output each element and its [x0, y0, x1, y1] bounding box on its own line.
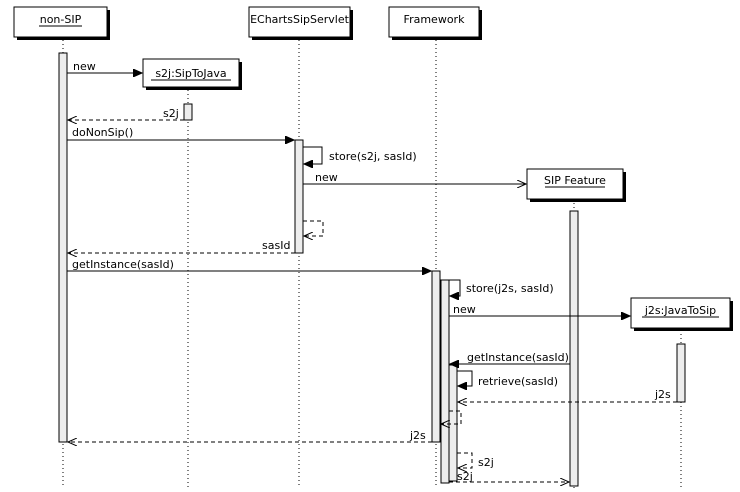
- participant-j2s-label: j2s:JavaToSip: [644, 304, 716, 317]
- participant-j2s: j2s:JavaToSip: [630, 297, 733, 331]
- self-message-retrieve: [457, 370, 473, 386]
- message-new-s2j-label: new: [73, 60, 96, 73]
- activation-j2s: [676, 343, 686, 403]
- self-return-servlet: [303, 220, 324, 236]
- activation-framework-2: [440, 279, 450, 484]
- participant-s2j: s2j:SipToJava: [142, 58, 242, 90]
- participant-sip-feature: SIP Feature: [526, 168, 626, 202]
- self-message-store-j2s: [440, 279, 461, 296]
- message-new-sip-feature-label: new: [315, 171, 338, 184]
- return-j2s-a-label: j2s: [654, 388, 671, 401]
- participant-servlet: EChartsSipServlet: [248, 6, 353, 40]
- activation-non-sip: [58, 52, 68, 443]
- return-s2j-label: s2j: [163, 107, 179, 120]
- return-s2j-a-label: s2j: [478, 456, 494, 469]
- return-j2s-b-label: j2s: [409, 429, 426, 442]
- message-get-instance-label: getInstance(sasId): [72, 258, 174, 271]
- message-do-non-sip-label: doNonSip(): [72, 126, 133, 139]
- participant-framework: Framework: [388, 6, 482, 40]
- activation-servlet: [294, 139, 304, 254]
- return-sasid-label: sasId: [262, 239, 290, 252]
- activation-s2j: [183, 103, 193, 121]
- self-return-s2j: [457, 452, 473, 468]
- return-s2j-b-label: s2j: [457, 470, 473, 483]
- self-message-retrieve-label: retrieve(sasId): [478, 375, 558, 388]
- participant-non-sip-label: non-SIP: [40, 13, 82, 26]
- message-get-instance-2-label: getInstance(sasId): [467, 351, 569, 364]
- activation-sip-feature: [569, 210, 579, 487]
- self-message-store-j2s-label: store(j2s, sasId): [466, 282, 554, 295]
- self-return-framework: [441, 410, 462, 424]
- participant-sip-feature-label: SIP Feature: [544, 174, 606, 187]
- participant-servlet-label: EChartsSipServlet: [250, 13, 350, 26]
- participant-framework-label: Framework: [404, 13, 466, 26]
- activation-framework-3: [448, 364, 458, 482]
- participant-non-sip: non-SIP: [13, 6, 110, 40]
- participant-s2j-label: s2j:SipToJava: [155, 67, 226, 80]
- message-new-j2s-label: new: [453, 303, 476, 316]
- self-message-store-s2j-label: store(s2j, sasId): [329, 150, 417, 163]
- self-message-store-s2j: [303, 146, 323, 164]
- activation-framework-1: [431, 270, 441, 443]
